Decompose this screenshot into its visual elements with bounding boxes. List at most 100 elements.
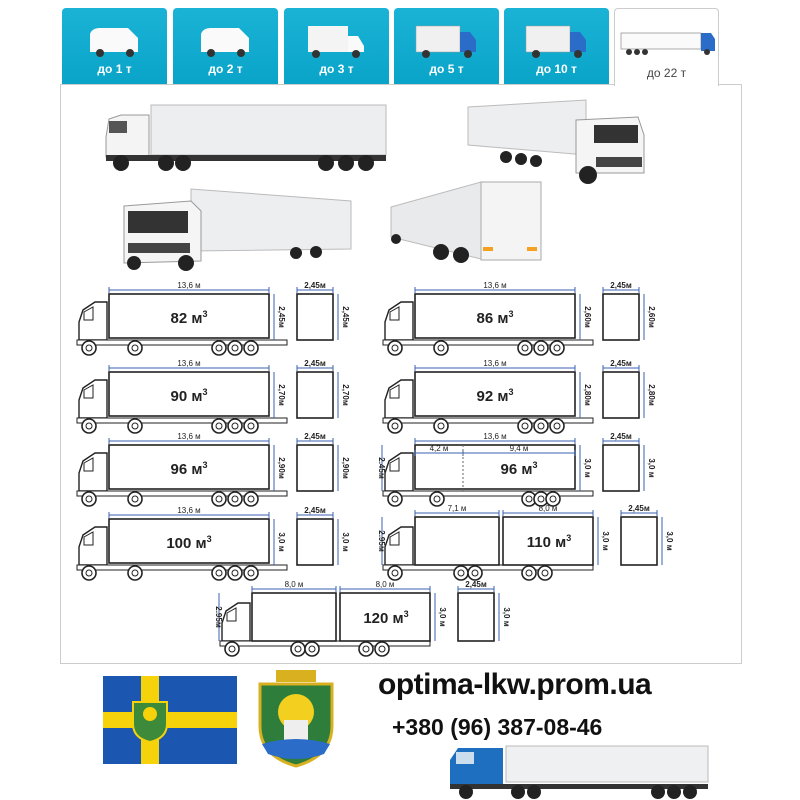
truck-icon: [201, 28, 249, 57]
volume-label: 110 м3: [527, 533, 571, 551]
tab-1[interactable]: до 1 т: [62, 8, 167, 84]
truck-icon: [90, 28, 138, 57]
truck-photo-rear: [390, 181, 542, 263]
segment-length-2: 8,0 м: [539, 505, 558, 513]
cargo-box: [108, 518, 270, 564]
cargo-box-front: [414, 516, 500, 566]
cross-section-box: [296, 371, 334, 419]
width-label: 2,45м: [610, 432, 632, 441]
volume-label: 96 м3: [171, 460, 208, 478]
tab-5[interactable]: до 10 т: [504, 8, 609, 84]
cross-section-box: [296, 444, 334, 492]
cargo-box: [108, 371, 270, 417]
height-label: 3,0 м: [601, 531, 610, 550]
wheel-icon: [81, 340, 97, 356]
front-height-label: 2,45м: [379, 457, 386, 479]
cab-window: [83, 306, 94, 321]
front-height-label: 2,95м: [379, 530, 386, 552]
wheel-icon: [387, 340, 403, 356]
height-label: 3,0 м: [438, 607, 447, 626]
chassis: [76, 564, 288, 571]
tab-label: до 22 т: [646, 66, 687, 80]
wheel-icon: [387, 418, 403, 434]
wheel-icon: [211, 491, 227, 507]
cargo-box-front: [251, 592, 337, 642]
cab-window: [389, 457, 400, 472]
segment-length-1: 8,0 м: [285, 581, 304, 589]
tab-6[interactable]: до 22 т: [614, 8, 719, 86]
wheel-icon: [533, 418, 549, 434]
wheel-icon: [227, 565, 243, 581]
tab-3[interactable]: до 3 т: [284, 8, 389, 84]
truck-photo-blue: [450, 745, 709, 799]
tab-label: до 5 т: [429, 62, 464, 76]
wheel-icon: [243, 565, 259, 581]
wheel-icon: [211, 340, 227, 356]
segment-length-1: 4,2 м: [430, 444, 449, 453]
tab-label: до 2 т: [208, 62, 243, 76]
cargo-box: [414, 444, 576, 490]
cross-section-box: [602, 371, 640, 419]
wheel-icon: [304, 641, 320, 657]
wheel-icon: [433, 418, 449, 434]
wheel-icon: [127, 418, 143, 434]
volume-label: 92 м3: [477, 387, 514, 405]
wheel-icon: [211, 565, 227, 581]
cab-window: [83, 457, 94, 472]
width-label: 2,45м: [465, 581, 487, 589]
width-label: 2,45м: [304, 281, 326, 290]
cargo-box: [108, 444, 270, 490]
cab-window: [83, 384, 94, 399]
cab-window: [226, 607, 237, 622]
section-height-label: 2,70м: [341, 384, 350, 406]
chassis: [76, 417, 288, 424]
width-label: 2,45м: [610, 281, 632, 290]
section-height-label: 2,45м: [341, 306, 350, 328]
cross-section-box: [296, 293, 334, 341]
wheel-icon: [224, 641, 240, 657]
height-label: 2,80м: [583, 384, 592, 406]
chassis: [382, 490, 594, 497]
width-label: 2,45м: [304, 506, 326, 515]
cross-section-box: [620, 516, 658, 566]
section-height-label: 3,0 м: [341, 532, 350, 551]
tab-2[interactable]: до 2 т: [173, 8, 278, 84]
wheel-icon: [227, 340, 243, 356]
segment-length-2: 8,0 м: [376, 581, 395, 589]
wheel-icon: [387, 491, 403, 507]
website-link[interactable]: optima-lkw.prom.ua: [378, 668, 652, 701]
tab-4[interactable]: до 5 т: [394, 8, 499, 84]
truck-icon: [525, 25, 586, 58]
wheel-icon: [429, 491, 445, 507]
wheel-icon: [358, 641, 374, 657]
chassis: [382, 339, 594, 346]
wheel-icon: [453, 565, 469, 581]
coat-of-arms-icon: [258, 670, 334, 768]
wheel-icon: [227, 491, 243, 507]
height-label: 2,60м: [583, 306, 592, 328]
wheel-icon: [127, 565, 143, 581]
phone-number[interactable]: +380 (96) 387-08-46: [392, 714, 603, 740]
truck-icon: [620, 32, 715, 55]
cross-section-box: [457, 592, 495, 642]
wheel-icon: [211, 418, 227, 434]
wheel-icon: [517, 418, 533, 434]
wheel-icon: [387, 565, 403, 581]
section-height-label: 2,90м: [341, 457, 350, 479]
height-label: 3,0 м: [277, 532, 286, 551]
volume-label: 96 м3: [501, 460, 538, 478]
cargo-box: [414, 371, 576, 417]
ukraine-flag: [103, 676, 237, 764]
cargo-box: [414, 293, 576, 339]
length-label: 13,6 м: [483, 281, 506, 290]
volume-label: 100 м3: [166, 534, 211, 552]
tab-label: до 10 т: [536, 62, 577, 76]
volume-label: 90 м3: [171, 387, 208, 405]
cargo-box-trailer: [339, 592, 431, 642]
wheel-icon: [81, 565, 97, 581]
